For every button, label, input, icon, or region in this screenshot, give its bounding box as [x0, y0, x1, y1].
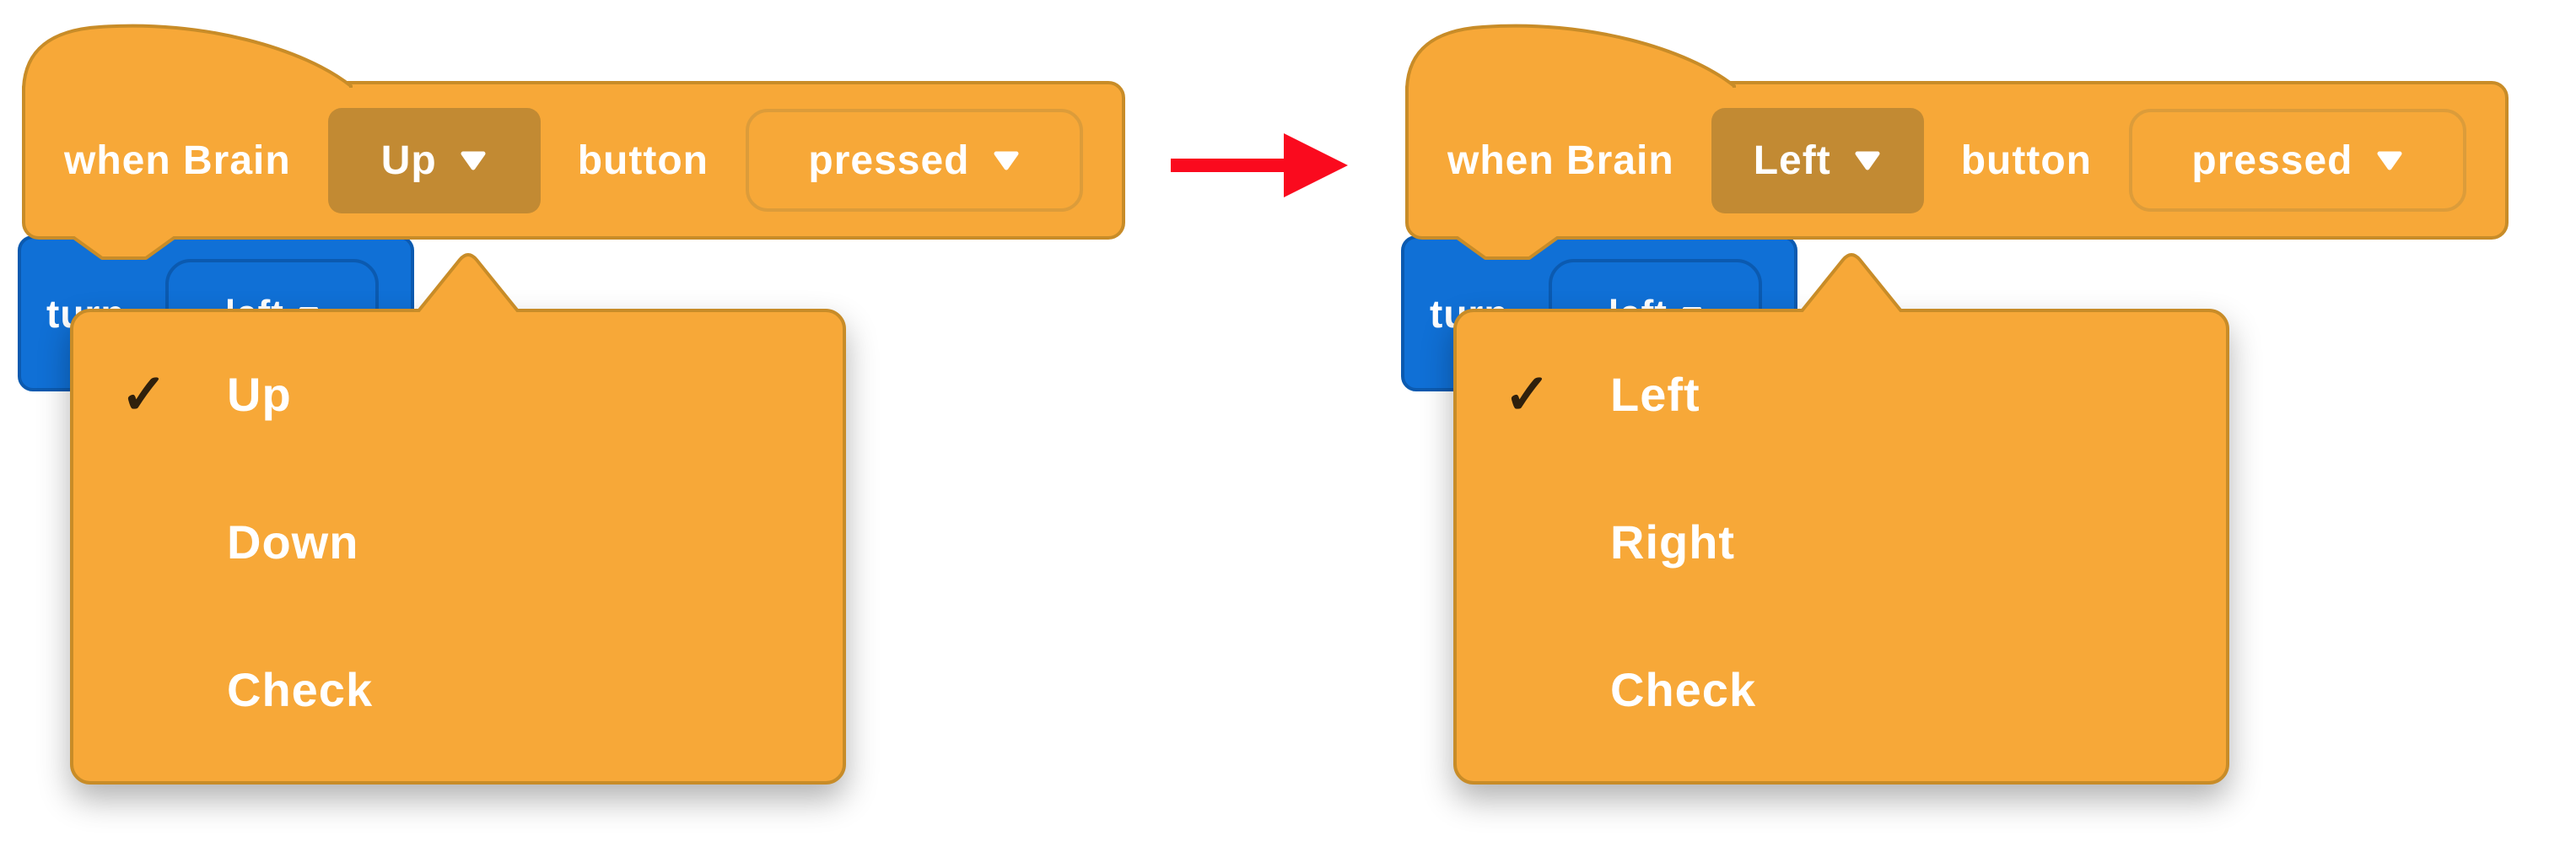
check-icon: ✓ — [1504, 363, 1551, 425]
hat-dome — [22, 24, 353, 88]
when-brain-label: when Brain — [64, 138, 291, 183]
menu-item[interactable]: Right — [1457, 468, 2226, 616]
hat-tab — [70, 236, 178, 260]
dropdown-menu: ✓ Up Down Check — [70, 309, 846, 785]
dropdown-menu: ✓ Left Right Check — [1453, 309, 2229, 785]
dropdown-caret-icon — [2375, 149, 2404, 171]
dropdown-caret-icon — [1853, 149, 1882, 171]
script-left: turn left when Brain Up — [18, 24, 1125, 785]
menu-item[interactable]: ✓ Up — [73, 321, 843, 468]
brain-button-dropdown[interactable]: Up — [327, 107, 541, 213]
button-label: button — [1960, 138, 2092, 183]
when-brain-label: when Brain — [1447, 138, 1674, 183]
button-state-value: pressed — [808, 138, 970, 183]
menu-item[interactable]: ✓ Left — [1457, 321, 2226, 468]
transition-arrow-icon — [1171, 133, 1348, 197]
dropdown-menu-caret — [1799, 253, 1904, 312]
menu-item[interactable]: Check — [1457, 616, 2226, 763]
brain-button-value: Up — [380, 138, 437, 183]
button-state-value: pressed — [2191, 138, 2353, 183]
button-label: button — [577, 138, 709, 183]
brain-button-value: Left — [1753, 138, 1831, 183]
menu-item-label: Left — [1610, 368, 1700, 421]
menu-item[interactable]: Down — [73, 468, 843, 616]
dropdown-menu-caret — [416, 253, 520, 312]
menu-item-label: Up — [227, 368, 292, 421]
menu-item-label: Check — [227, 663, 374, 716]
dropdown-caret-icon — [992, 149, 1021, 171]
hat-dome — [1405, 24, 1736, 88]
menu-item-label: Right — [1610, 515, 1736, 569]
menu-item-label: Down — [227, 515, 359, 569]
when-brain-button-hat-block[interactable]: when Brain Left button pressed — [1405, 24, 2509, 260]
button-state-dropdown[interactable]: pressed — [2128, 109, 2466, 212]
brain-button-dropdown[interactable]: Left — [1711, 107, 1924, 213]
check-icon: ✓ — [121, 363, 168, 425]
hat-tab — [1453, 236, 1561, 260]
button-state-dropdown[interactable]: pressed — [745, 109, 1083, 212]
dropdown-caret-icon — [459, 149, 488, 171]
menu-item-label: Check — [1610, 663, 1757, 716]
script-right: turn left when Brain Left but — [1401, 24, 2509, 785]
menu-item[interactable]: Check — [73, 616, 843, 763]
when-brain-button-hat-block[interactable]: when Brain Up button pressed — [22, 24, 1125, 260]
